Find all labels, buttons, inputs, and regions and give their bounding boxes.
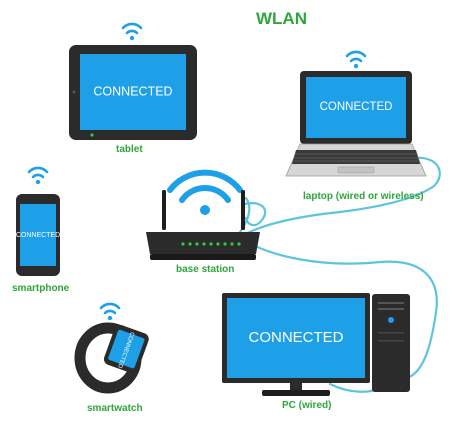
laptop-icon [285, 71, 427, 177]
diagram-title: WLAN [256, 9, 307, 28]
laptop-label: laptop (wired or wireless) [303, 191, 424, 202]
cable-router-to-pc [242, 238, 438, 379]
cable-router-to-pc-loop [243, 202, 267, 227]
router-icon [146, 190, 260, 260]
smartphone-device: CONNECTED smartphone [12, 166, 70, 294]
tablet-status-light [90, 133, 94, 137]
monitor-icon [222, 293, 370, 396]
laptop-screen-text: CONNECTED [320, 101, 393, 113]
pc-screen-text: CONNECTED [248, 329, 343, 346]
tablet-device: CONNECTED tablet [69, 22, 197, 155]
base-station-label: base station [176, 264, 234, 275]
wifi-icon [345, 50, 367, 69]
tablet-screen-text: CONNECTED [93, 84, 172, 98]
smartphone-label: smartphone [12, 283, 70, 294]
smartwatch-device: CONNECTED smartwatch [74, 302, 149, 414]
smartwatch-label: smartwatch [87, 403, 143, 414]
pc-tower-icon [372, 294, 410, 392]
laptop-device: CONNECTED laptop (wired or wireless) [285, 50, 427, 202]
tablet-label: tablet [116, 144, 143, 155]
base-station-device: base station [146, 169, 260, 275]
tablet-screen [80, 54, 186, 130]
wifi-icon [121, 22, 143, 41]
cable-router-to-laptop [240, 156, 441, 238]
smartwatch-icon: CONNECTED [74, 322, 149, 394]
wifi-icon [167, 169, 243, 215]
tablet-camera [72, 90, 76, 94]
pc-device: CONNECTED PC (wired) [222, 293, 410, 411]
wifi-icon [27, 166, 49, 185]
wifi-icon [99, 302, 121, 321]
smartphone-screen [20, 204, 56, 266]
smartphone-screen-text: CONNECTED [16, 232, 60, 239]
pc-label: PC (wired) [282, 400, 331, 411]
